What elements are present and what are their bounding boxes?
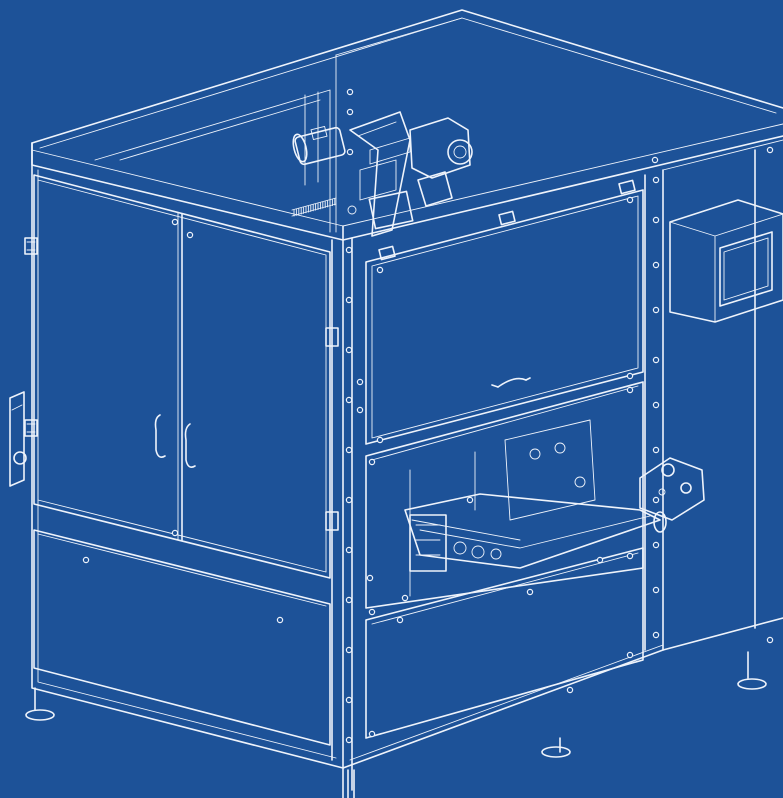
side-lever [9,391,27,487]
bolt-hole [345,296,353,304]
emergency-stop-box [639,457,705,521]
bolt-hole [276,616,284,624]
bolt-hole [526,588,534,596]
hmi-screen [669,199,783,323]
bolt-hole [345,546,353,554]
bolt-hole [652,541,660,549]
bolt-hole [766,146,774,154]
bolt-hole [186,231,194,239]
bolt-hole [626,196,634,204]
bolt-hole [345,736,353,744]
bolt-hole [766,636,774,644]
bolt-hole [626,386,634,394]
bolt-hole [345,246,353,254]
bolt-hole [366,574,374,582]
bolt-hole [652,631,660,639]
bolt-hole [376,266,384,274]
gear-rack [293,198,336,217]
bolt-hole [345,496,353,504]
bolt-hole [652,496,660,504]
bolt-hole [346,88,354,96]
bolt-hole [401,594,409,602]
bolt-hole [626,651,634,659]
bolt-hole [171,218,179,226]
left-hinges [24,237,339,531]
bolt-hole [596,556,604,564]
bolt-hole [466,496,474,504]
bolt-hole [652,356,660,364]
bolt-hole [368,730,376,738]
bolt-hole [368,608,376,616]
bolt-hole [626,552,634,560]
left-panel [31,142,344,769]
bolt-hole [346,108,354,116]
upper-access-panel [365,189,644,445]
bolt-hole [651,156,659,164]
conveyor-belt [404,419,667,572]
bolt-hole [356,406,364,414]
bolt-holes [82,88,774,744]
left-door-handles [154,414,196,468]
right-panel [342,139,783,791]
bolt-hole [346,148,354,156]
top-frame [31,9,783,798]
bolt-hole [345,646,353,654]
gearbox [409,117,473,207]
bolt-hole [566,686,574,694]
bolt-hole [652,306,660,314]
bolt-hole [652,176,660,184]
bolt-hole [345,696,353,704]
bolt-hole [396,616,404,624]
top-mechanism [94,89,473,237]
bolt-hole [652,446,660,454]
lower-access-panel [365,547,644,739]
bolt-hole [652,261,660,269]
bolt-hole [345,396,353,404]
bolt-hole [652,401,660,409]
bolt-hole [82,556,90,564]
bolt-hole [376,436,384,444]
conveyor-opening [365,381,644,609]
bolt-hole [652,216,660,224]
bolt-hole [345,596,353,604]
bolt-hole [356,378,364,386]
levelling-feet [25,651,767,798]
bolt-hole [345,346,353,354]
bolt-hole [652,586,660,594]
bolt-hole [345,446,353,454]
bolt-hole [368,458,376,466]
bolt-hole [171,529,179,537]
bolt-hole [626,372,634,380]
right-hinges [378,179,636,261]
